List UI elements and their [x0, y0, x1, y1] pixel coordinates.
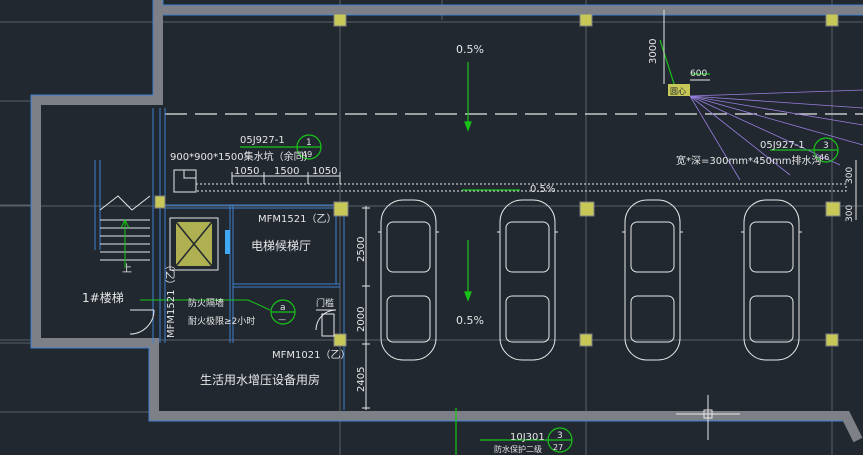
ref-top-left-num: 1 [306, 138, 312, 148]
ref-a-top: a [280, 303, 286, 313]
ref-bottom-sheet: 27 [553, 443, 563, 452]
stair-label: 1#楼梯 [82, 290, 124, 305]
stair-up-label: 上 [122, 263, 132, 275]
dim-2405: 2405 [356, 367, 367, 392]
dim-1050-a: 1050 [234, 166, 259, 177]
ref-right: 05J927-1 [760, 140, 805, 151]
ref-top-left-sheet: 49 [302, 150, 312, 159]
dim-2500: 2500 [356, 237, 367, 262]
dimension-lines [231, 10, 857, 410]
slope-label-bottom: 0.5% [456, 314, 484, 327]
door-mfm1521-top: MFM1521（乙） [258, 213, 336, 225]
wall-edges [30, 0, 863, 422]
drain-note: 宽*深=300mm*450mm排水沟 [676, 154, 822, 167]
door-mfm1021: MFM1021（乙） [272, 349, 350, 361]
slope-label-top: 0.5% [456, 43, 484, 56]
dim-2000: 2000 [356, 307, 367, 332]
ref-bottom-note: 防水保护二级 [494, 444, 542, 454]
dim-300-b: 300 [845, 205, 855, 222]
ref-right-num: 3 [823, 141, 829, 151]
ref-right-sheet: 46 [819, 153, 829, 162]
car-1 [378, 199, 439, 361]
reference-circles [240, 134, 839, 453]
ref-bottom: 10J301 [510, 432, 545, 443]
stair-steps [99, 195, 151, 268]
fire-wall-note-2: 耐火极限≥2小时 [188, 315, 255, 327]
parked-cars [378, 199, 802, 361]
car-2 [497, 199, 558, 361]
door-frame-label: 门槛 [316, 297, 334, 309]
dim-300-a: 300 [845, 167, 855, 184]
crosshair-cursor [676, 395, 740, 440]
slope-arrows [140, 39, 710, 455]
circle-center-marker [668, 84, 690, 96]
ref-bottom-num: 3 [557, 431, 563, 441]
pit-note: 900*900*1500集水坑（余同） [170, 150, 314, 163]
lobby-label: 电梯候梯厅 [251, 239, 311, 253]
columns [154, 13, 841, 347]
elevator-shaft [169, 217, 230, 271]
collection-pit [173, 169, 197, 193]
car-3 [622, 199, 683, 361]
slope-label-trench: 0.5% [530, 184, 555, 195]
pump-room-label: 生活用水增压设备用房 [200, 372, 320, 387]
fire-wall-note-1: 防火隔墙 [188, 297, 224, 309]
car-4 [741, 199, 802, 361]
doors [129, 309, 337, 337]
ref-top-left: 05J927-1 [240, 135, 285, 146]
walls [31, 0, 863, 443]
dim-600: 600 [690, 69, 707, 79]
dim-1050-b: 1050 [312, 166, 337, 177]
door-mfm1521-side: MFM1521（乙） [165, 260, 177, 338]
circle-center-label: 圆心 [670, 87, 686, 96]
radius-sweep [689, 89, 863, 181]
dim-3000: 3000 [648, 39, 659, 64]
dim-1500: 1500 [274, 166, 299, 177]
ref-a-bottom: — [278, 315, 286, 324]
drainage-trench [195, 183, 847, 192]
